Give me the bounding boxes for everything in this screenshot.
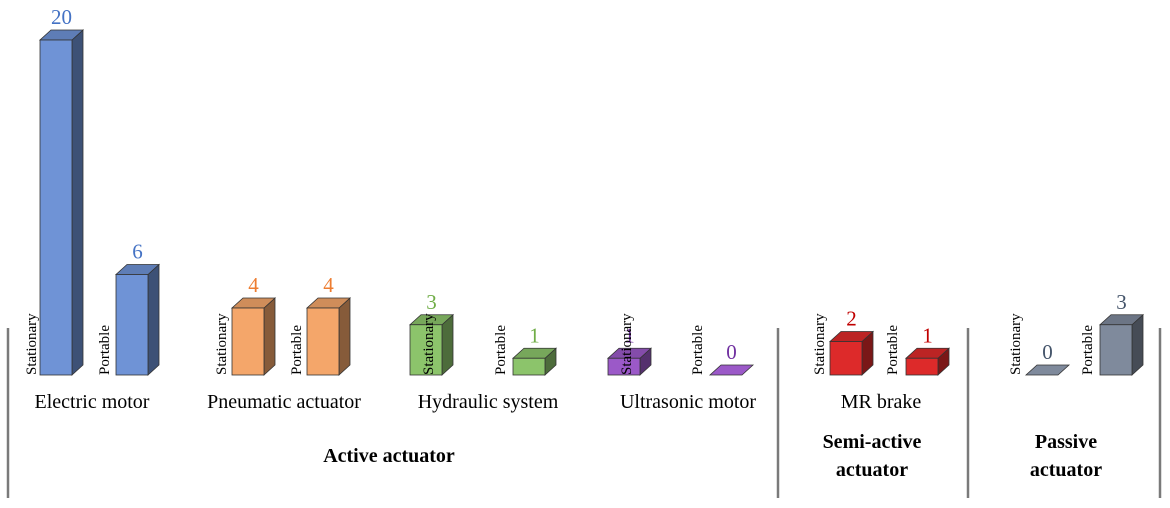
cat5-stationary-tick-label: Stationary xyxy=(812,313,828,375)
cat3-portable-tick-label: Portable xyxy=(493,325,509,375)
cat6-stationary-bar-plate xyxy=(1024,364,1071,376)
group-label-2-line-1: Semi-active xyxy=(823,431,922,453)
cat5-stationary-bar-front xyxy=(829,341,863,376)
cat1-stationary-bar-side xyxy=(71,29,84,376)
bars-layer xyxy=(38,29,1145,376)
cat6-portable-tick-label: Portable xyxy=(1080,325,1096,375)
cat6-stationary-value-label: 0 xyxy=(1042,340,1053,364)
cat4-stationary-value-label: 1 xyxy=(624,323,635,347)
cat5-portable-bar-front xyxy=(905,357,939,376)
cat6-portable-bar xyxy=(1098,313,1145,376)
cat4-stationary-tick-label: Stationary xyxy=(619,313,635,375)
cat2-portable-bar-side xyxy=(338,297,351,376)
cat1-stationary-tick-label: Stationary xyxy=(24,313,40,375)
cat5-portable-tick-label: Portable xyxy=(885,325,901,375)
cat5-category-label: MR brake xyxy=(841,391,922,413)
cat1-portable-bar xyxy=(114,263,161,376)
cat1-stationary-bar xyxy=(38,29,85,376)
cat3-stationary-value-label: 3 xyxy=(426,290,437,314)
cat5-portable-value-label: 1 xyxy=(922,323,933,347)
cat1-category-label: Electric motor xyxy=(35,391,150,413)
cat3-stationary-bar xyxy=(408,313,455,376)
cat4-portable-tick-label: Portable xyxy=(690,325,706,375)
cat4-portable-bar-plate xyxy=(708,364,755,376)
cat1-portable-value-label: 6 xyxy=(132,240,143,264)
cat4-category-label: Ultrasonic motor xyxy=(620,391,756,413)
cat2-portable-bar-front xyxy=(306,307,340,376)
cat2-portable-bar xyxy=(305,297,352,376)
group-label-1-line-1: Active actuator xyxy=(323,445,455,467)
cat6-stationary-tick-label: Stationary xyxy=(1008,313,1024,375)
cat1-portable-bar-front xyxy=(115,274,149,376)
cat2-portable-tick-label: Portable xyxy=(289,325,305,375)
cat2-portable-value-label: 4 xyxy=(323,273,334,297)
cat2-stationary-bar xyxy=(230,297,277,376)
cat4-stationary-bar xyxy=(606,347,653,376)
cat3-portable-bar-front xyxy=(512,357,546,376)
group-label-2-line-2: actuator xyxy=(836,459,908,481)
cat4-portable-bar xyxy=(708,364,755,376)
cat3-stationary-bar-front xyxy=(409,324,443,376)
cat5-stationary-value-label: 2 xyxy=(846,307,857,331)
group-label-3-line-1: Passive xyxy=(1035,431,1097,453)
group-dividers xyxy=(6,328,1162,498)
cat3-portable-bar xyxy=(511,347,558,376)
cat5-portable-bar xyxy=(904,347,951,376)
cat3-stationary-tick-label: Stationary xyxy=(421,313,437,375)
cat2-category-label: Pneumatic actuator xyxy=(207,391,361,413)
cat3-portable-value-label: 1 xyxy=(529,323,540,347)
cat4-stationary-bar-front xyxy=(607,357,641,376)
cat2-stationary-bar-front xyxy=(231,307,265,376)
cat1-portable-tick-label: Portable xyxy=(97,325,113,375)
cat6-stationary-bar xyxy=(1024,364,1071,376)
cat6-portable-value-label: 3 xyxy=(1116,290,1127,314)
cat1-stationary-value-label: 20 xyxy=(51,5,72,29)
cat5-stationary-bar xyxy=(828,330,875,376)
cat1-stationary-bar-front xyxy=(39,39,73,376)
cat2-stationary-value-label: 4 xyxy=(248,273,259,297)
cat3-category-label: Hydraulic system xyxy=(418,391,559,413)
cat1-portable-bar-side xyxy=(147,263,160,376)
group-label-3-line-2: actuator xyxy=(1030,459,1102,481)
cat6-portable-bar-front xyxy=(1099,324,1133,376)
cat2-stationary-bar-side xyxy=(263,297,276,376)
cat4-portable-value-label: 0 xyxy=(726,340,737,364)
cat2-stationary-tick-label: Stationary xyxy=(214,313,230,375)
